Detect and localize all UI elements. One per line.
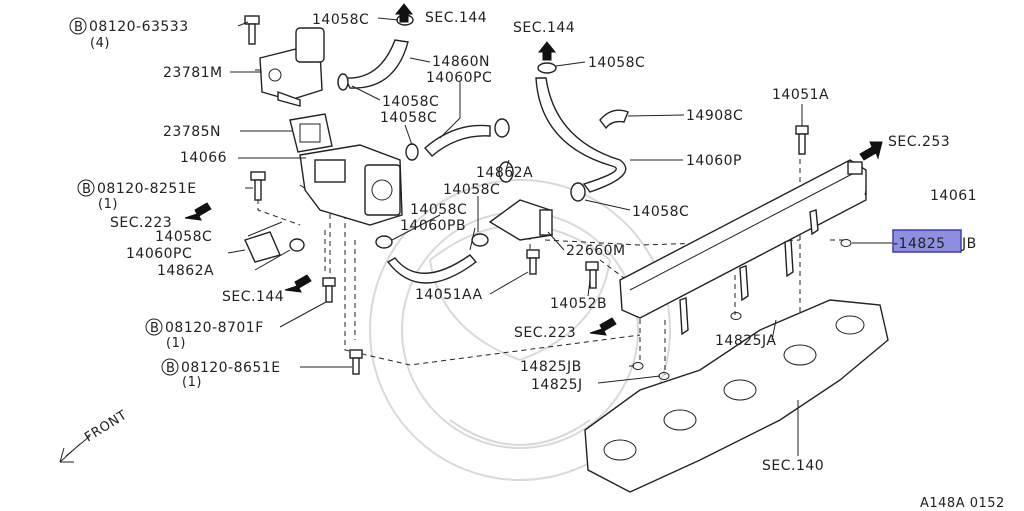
bolt-08120-8701f bbox=[322, 277, 336, 303]
part-23785n-gasket bbox=[289, 113, 333, 153]
label-14860n: 14860N bbox=[432, 54, 490, 70]
label-sec144-c: SEC.144 bbox=[222, 289, 284, 305]
label-14058c-c: 14058C bbox=[380, 110, 437, 126]
label-sec223-b: SEC.223 bbox=[514, 325, 576, 341]
label-b2-code: 08120-8251E bbox=[97, 181, 197, 197]
part-14060p-hose bbox=[535, 62, 627, 202]
front-arrow bbox=[59, 435, 91, 463]
label-22660m: 22660M bbox=[566, 243, 626, 259]
label-sec140: SEC.140 bbox=[762, 458, 824, 474]
part-23781m-valve bbox=[259, 27, 325, 107]
label-14058c-h: 14058C bbox=[155, 229, 212, 245]
sec144-arrow-mid bbox=[537, 41, 557, 61]
label-14825j: 14825J bbox=[531, 377, 583, 393]
part-22660m-sensor bbox=[488, 199, 553, 241]
bolt-08120-8251e bbox=[250, 171, 266, 201]
part-14060pc-hose-upper bbox=[405, 118, 510, 161]
bolt-symbol-1: B bbox=[74, 20, 83, 35]
label-sec223-a: SEC.223 bbox=[110, 215, 172, 231]
label-14058c-b: 14058C bbox=[382, 94, 439, 110]
label-14862a-a: 14862A bbox=[476, 165, 533, 181]
clamp-14862a bbox=[471, 161, 514, 247]
label-14058c-d: 14058C bbox=[588, 55, 645, 71]
bolt-symbols bbox=[69, 17, 179, 376]
part-14908c-clip bbox=[599, 109, 629, 130]
label-14825ja: 14825JA bbox=[715, 333, 777, 349]
label-14825-highlight: -14825 bbox=[893, 236, 946, 252]
part-14060pb-hose bbox=[375, 235, 478, 284]
label-14060pc-a: 14060PC bbox=[426, 70, 492, 86]
label-sec144-a: SEC.144 bbox=[425, 10, 487, 26]
sec144-arrow-top bbox=[394, 3, 414, 23]
label-14908c: 14908C bbox=[686, 108, 743, 124]
label-14060pc-b: 14060PC bbox=[126, 246, 192, 262]
label-b4-qty: (1) bbox=[182, 375, 202, 390]
part-14061-fuel-rail bbox=[619, 159, 867, 336]
label-14060p: 14060P bbox=[686, 153, 742, 169]
label-14051aa: 14051AA bbox=[415, 287, 483, 303]
label-14825-suffix: JB bbox=[961, 236, 977, 252]
label-23785n: 23785N bbox=[163, 124, 221, 140]
label-sec144-b: SEC.144 bbox=[513, 20, 575, 36]
label-14058c-f: 14058C bbox=[632, 204, 689, 220]
sec223-arrow-left bbox=[184, 202, 212, 221]
label-14066: 14066 bbox=[180, 150, 227, 166]
leader-lines bbox=[227, 17, 893, 456]
bolt-14051a bbox=[795, 125, 809, 155]
callout-labels: B 08120-63533 (4) 23781M 14058C SEC.144 … bbox=[74, 10, 1005, 511]
label-14825jb: 14825JB bbox=[520, 359, 582, 375]
label-14052b: 14052B bbox=[550, 296, 607, 312]
bolt-08120-8651e bbox=[349, 349, 363, 375]
bolt-symbol-2: B bbox=[82, 182, 91, 197]
label-14061: 14061 bbox=[930, 188, 977, 204]
part-14060pc-hose-lower bbox=[244, 231, 305, 263]
bolt-14051aa bbox=[526, 249, 540, 275]
label-23781m: 23781M bbox=[163, 65, 223, 81]
label-b4-code: 08120-8651E bbox=[181, 360, 281, 376]
label-b3-code: 08120-8701F bbox=[165, 320, 264, 336]
part-14860n-hose bbox=[343, 39, 409, 89]
label-14862a-b: 14862A bbox=[157, 263, 214, 279]
label-b2-qty: (1) bbox=[98, 197, 118, 212]
bolt-08120-63533 bbox=[244, 15, 260, 45]
label-sec253: SEC.253 bbox=[888, 134, 950, 150]
label-14051a: 14051A bbox=[772, 87, 829, 103]
figure-id: A148A 0152 bbox=[920, 496, 1005, 511]
sec253-arrow bbox=[859, 141, 883, 161]
sec223-arrow-right bbox=[589, 317, 617, 336]
label-14058c-a: 14058C bbox=[312, 12, 369, 28]
intake-manifold-sec140 bbox=[584, 299, 889, 493]
bolt-symbol-4: B bbox=[166, 361, 175, 376]
label-14058c-g: 14058C bbox=[410, 202, 467, 218]
highlight-box bbox=[892, 229, 962, 253]
label-b1-qty: (4) bbox=[90, 36, 110, 51]
label-b1-code: 08120-63533 bbox=[89, 19, 189, 35]
label-14058c-e: 14058C bbox=[443, 182, 500, 198]
sec144-arrow-left bbox=[284, 274, 312, 293]
label-14060pb: 14060PB bbox=[400, 218, 466, 234]
bolt-symbol-3: B bbox=[150, 321, 159, 336]
label-front: FRONT bbox=[82, 408, 130, 446]
label-b3-qty: (1) bbox=[166, 336, 186, 351]
part-14066-housing bbox=[299, 144, 403, 226]
bolt-14052b bbox=[585, 261, 599, 289]
